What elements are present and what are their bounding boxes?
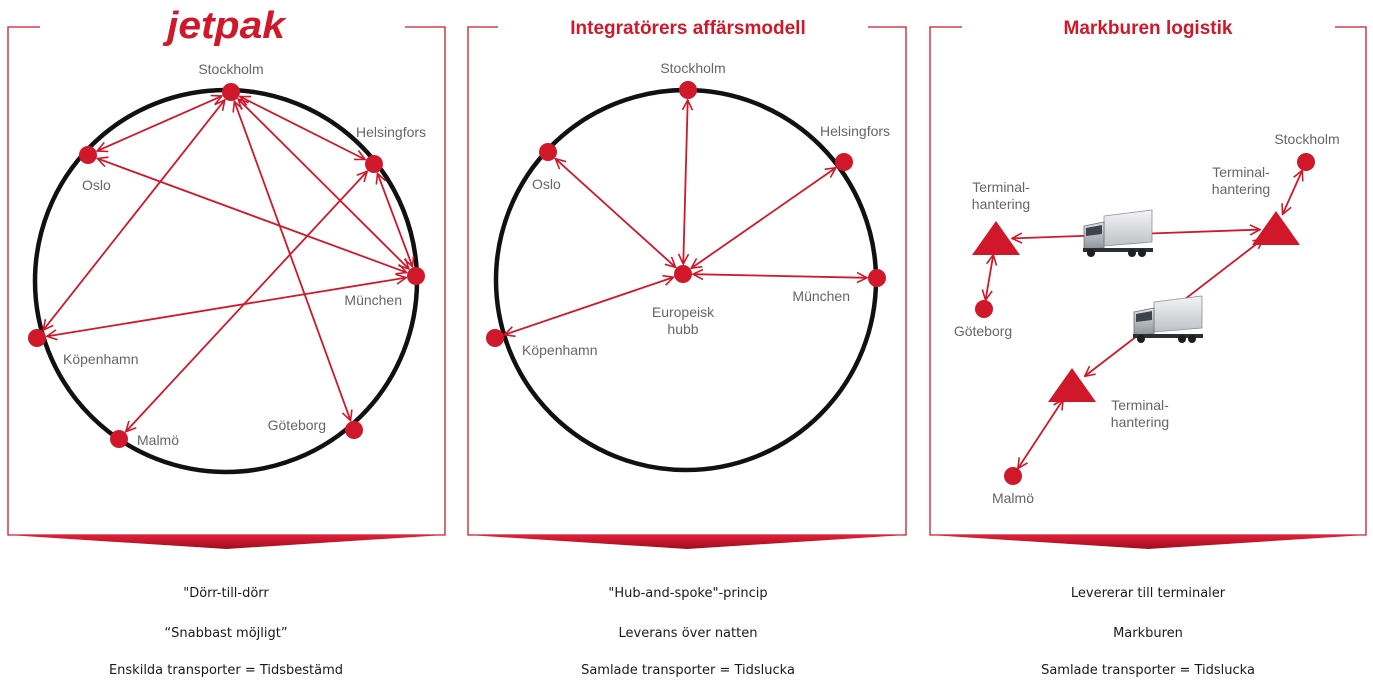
truck-wheel — [1138, 249, 1146, 257]
route-oslo-munchen — [97, 158, 406, 272]
route-hub-oslo — [555, 159, 675, 268]
city-node-kopenhamn — [28, 329, 46, 347]
city-node-oslo — [79, 146, 97, 164]
city-node-munchen — [407, 267, 425, 285]
bullet-jetpak-2: “Snabbast möjligt” — [164, 626, 288, 641]
truck-wheel — [1128, 249, 1136, 257]
route-term3-malmo — [1018, 399, 1063, 468]
city-label-stockholm: Stockholm — [198, 61, 263, 77]
city-label-helsingfors: Helsingfors — [820, 123, 890, 139]
city-label-helsingfors: Helsingfors — [356, 124, 426, 140]
truck-chassis — [1133, 334, 1203, 338]
truck-wheel — [1087, 249, 1095, 257]
city-label-goteborg: Göteborg — [268, 417, 326, 433]
route-term2-stockholm — [1283, 170, 1303, 214]
bullet-jetpak-1: "Dörr-till-dörr — [183, 586, 269, 601]
panel-frame-integrators — [467, 26, 907, 549]
panel-bottom-band — [8, 535, 445, 549]
city-label-malmo: Malmö — [137, 432, 179, 448]
hub-node — [674, 265, 692, 283]
panel-frame-ground — [929, 26, 1367, 549]
jetpak-logo: jetpak — [162, 5, 287, 47]
truck-windshield — [1136, 311, 1152, 322]
city-node-munchen — [868, 269, 886, 287]
route-term1-goteborg — [986, 255, 994, 300]
city-node-goteborg — [975, 300, 993, 318]
bullet-jetpak-3: Enskilda transporter = Tidsbestämd — [108, 663, 344, 678]
truck-chassis — [1083, 248, 1153, 252]
truck-wheel — [1137, 335, 1145, 343]
route-hub-munchen — [693, 274, 867, 278]
truck-2 — [1133, 295, 1203, 343]
terminal-icon-term3 — [1048, 368, 1096, 402]
truck-wheel — [1178, 335, 1186, 343]
panel-bottom-band — [930, 535, 1366, 549]
city-label-oslo: Oslo — [82, 177, 111, 193]
panel-bottom-band — [468, 535, 906, 549]
city-label-kopenhamn: Köpenhamn — [63, 351, 139, 367]
city-label-malmo: Malmö — [992, 490, 1034, 506]
city-label-munchen: München — [792, 288, 850, 304]
city-node-helsingfors — [365, 155, 383, 173]
city-node-malmo — [110, 430, 128, 448]
city-label-goteborg: Göteborg — [954, 323, 1012, 339]
panel-border — [7, 26, 446, 536]
panel-title-integrators: Integratörers affärsmodell — [570, 18, 805, 39]
terminal-label-term1: Terminal-hantering — [972, 179, 1030, 212]
city-node-stockholm — [222, 83, 240, 101]
bullet-ground-1: Levererar till terminaler — [1070, 586, 1226, 601]
truck-wheel — [1188, 335, 1196, 343]
panel-frame-jetpak — [7, 26, 446, 549]
route-kopenhamn-munchen — [47, 278, 406, 337]
bullet-ground-3: Samlade transporter = Tidslucka — [1041, 663, 1255, 678]
city-node-stockholm — [679, 81, 697, 99]
route-helsingfors-malmo — [126, 171, 367, 431]
terminal-icon-term1 — [972, 221, 1020, 255]
panel-border — [929, 26, 1367, 536]
terminal-icon-term2 — [1252, 211, 1300, 245]
bullet-integrators-1: "Hub-and-spoke"-princip — [608, 586, 768, 601]
terminal-label-term3: Terminal-hantering — [1111, 397, 1169, 430]
route-hub-stockholm — [683, 100, 687, 264]
route-helsingfors-munchen — [378, 173, 413, 266]
truck-box — [1153, 295, 1203, 333]
city-node-helsingfors — [835, 153, 853, 171]
city-label-oslo: Oslo — [532, 176, 561, 192]
city-label-stockholm: Stockholm — [1274, 131, 1339, 147]
city-node-kopenhamn — [486, 329, 504, 347]
city-label-munchen: München — [344, 292, 402, 308]
city-label-kopenhamn: Köpenhamn — [522, 342, 598, 358]
truck-1 — [1083, 209, 1153, 257]
route-hub-kopenhamn — [504, 277, 673, 335]
city-node-oslo — [539, 143, 557, 161]
bullet-integrators-3: Samlade transporter = Tidslucka — [581, 663, 795, 678]
truck-windshield — [1086, 225, 1102, 236]
bullet-integrators-2: Leverans över natten — [618, 626, 758, 641]
terminal-label-term2: Terminal-hantering — [1212, 164, 1270, 197]
route-stockholm-goteborg — [234, 101, 350, 420]
city-node-stockholm — [1297, 153, 1315, 171]
ground-network: Terminal-hanteringTerminal-hanteringTerm… — [954, 131, 1340, 506]
bullet-ground-2: Markburen — [1113, 626, 1183, 641]
city-label-stockholm: Stockholm — [660, 60, 725, 76]
route-hub-helsingfors — [691, 168, 836, 269]
truck-box — [1103, 209, 1153, 247]
city-node-goteborg — [345, 421, 363, 439]
city-node-malmo — [1004, 467, 1022, 485]
panel-title-ground: Markburen logistik — [1064, 18, 1233, 39]
